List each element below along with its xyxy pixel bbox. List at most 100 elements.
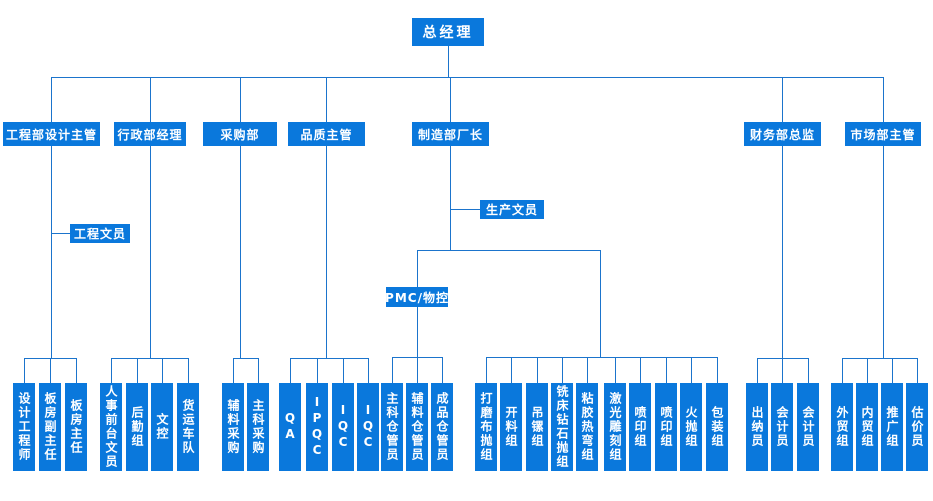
connector-line bbox=[450, 209, 481, 210]
connector-line bbox=[537, 357, 538, 384]
org-node-pmc: PMC/物控 bbox=[385, 287, 448, 307]
org-node-manufacturing-child-1: 开料组 bbox=[500, 383, 522, 471]
connector-line bbox=[448, 46, 449, 78]
org-node-manufacturing-child-5: 激光雕刻组 bbox=[604, 383, 626, 471]
org-node-admin-child-0: 人事前台文员 bbox=[100, 383, 122, 471]
connector-line bbox=[450, 77, 451, 123]
connector-line bbox=[892, 358, 893, 384]
org-node-dept-marketing: 市场部主管 bbox=[845, 122, 921, 146]
connector-line bbox=[343, 358, 344, 384]
org-node-marketing-child-1: 内贸组 bbox=[856, 383, 878, 471]
org-node-quality-child-2: IQC bbox=[332, 383, 354, 471]
connector-line bbox=[666, 357, 667, 384]
org-node-quality-child-3: IQC bbox=[357, 383, 379, 471]
connector-line bbox=[486, 357, 487, 384]
org-node-purchasing-child-1: 主科采购 bbox=[247, 383, 269, 471]
org-node-marketing-child-2: 推广组 bbox=[881, 383, 903, 471]
org-node-dept-manufacturing: 制造部厂长 bbox=[412, 122, 489, 146]
org-node-manufacturing-child-4: 粘胶热弯组 bbox=[576, 383, 598, 471]
connector-line bbox=[111, 358, 112, 384]
org-node-manufacturing-child-0: 打磨布抛组 bbox=[475, 383, 497, 471]
connector-line bbox=[782, 146, 783, 359]
connector-line bbox=[587, 357, 588, 384]
org-node-marketing-child-3: 估价员 bbox=[906, 383, 928, 471]
connector-line bbox=[615, 357, 616, 384]
connector-line bbox=[757, 358, 758, 384]
org-node-purchasing-child-0: 辅料采购 bbox=[222, 383, 244, 471]
connector-line bbox=[50, 358, 51, 384]
org-node-finance-child-0: 出纳员 bbox=[746, 383, 768, 471]
connector-line bbox=[233, 358, 259, 359]
org-node-dept-engineering: 工程部设计主管 bbox=[3, 122, 100, 146]
org-node-manufacturing-child-7: 喷印组 bbox=[655, 383, 677, 471]
connector-line bbox=[883, 77, 884, 123]
connector-line bbox=[76, 358, 77, 384]
org-node-quality-child-1: IPQC bbox=[306, 383, 328, 471]
org-node-engineering-child-1: 板房副主任 bbox=[39, 383, 61, 471]
org-node-dept-purchasing: 采购部 bbox=[203, 122, 277, 146]
connector-line bbox=[442, 357, 443, 384]
connector-line bbox=[290, 358, 291, 384]
org-node-marketing-child-0: 外贸组 bbox=[831, 383, 853, 471]
connector-line bbox=[883, 146, 884, 359]
org-node-finance-child-1: 会计员 bbox=[771, 383, 793, 471]
org-node-dept-admin: 行政部经理 bbox=[114, 122, 186, 146]
connector-line bbox=[162, 358, 163, 384]
org-node-manufacturing-child-2: 吊镙组 bbox=[526, 383, 548, 471]
connector-line bbox=[757, 358, 809, 359]
org-node-admin-child-2: 文控 bbox=[151, 383, 173, 471]
connector-line bbox=[842, 358, 918, 359]
connector-line bbox=[392, 357, 393, 384]
connector-line bbox=[240, 77, 241, 123]
org-node-manufacturing-child-6: 喷印组 bbox=[629, 383, 651, 471]
connector-line bbox=[782, 358, 783, 384]
connector-line bbox=[450, 146, 451, 251]
org-node-dept-finance: 财务部总监 bbox=[744, 122, 821, 146]
connector-line bbox=[867, 358, 868, 384]
connector-line bbox=[51, 77, 884, 78]
connector-line bbox=[486, 357, 718, 358]
org-node-dept-quality: 品质主管 bbox=[288, 122, 365, 146]
org-node-manufacturing-child-8: 火抛组 bbox=[680, 383, 702, 471]
connector-line bbox=[917, 358, 918, 384]
connector-line bbox=[24, 358, 25, 384]
org-node-pmc-child-1: 辅料仓管员 bbox=[406, 383, 428, 471]
connector-line bbox=[51, 233, 71, 234]
org-node-pmc-child-0: 主科仓管员 bbox=[381, 383, 403, 471]
connector-line bbox=[326, 146, 327, 359]
connector-line bbox=[417, 357, 418, 384]
org-node-manufacturing-child-9: 包装组 bbox=[706, 383, 728, 471]
connector-line bbox=[326, 77, 327, 123]
org-node-engineering-staff-0: 工程文员 bbox=[70, 224, 130, 243]
connector-line bbox=[150, 77, 151, 123]
connector-line bbox=[808, 358, 809, 384]
connector-line bbox=[290, 358, 369, 359]
connector-line bbox=[717, 357, 718, 384]
connector-line bbox=[562, 357, 563, 384]
connector-line bbox=[258, 358, 259, 384]
org-node-admin-child-1: 后勤组 bbox=[126, 383, 148, 471]
connector-line bbox=[842, 358, 843, 384]
connector-line bbox=[51, 77, 52, 123]
org-node-admin-child-3: 货运车队 bbox=[177, 383, 199, 471]
org-node-manufacturing-staff-0: 生产文员 bbox=[480, 200, 544, 219]
org-node-engineering-child-0: 设计工程师 bbox=[13, 383, 35, 471]
connector-line bbox=[240, 146, 241, 359]
connector-line bbox=[188, 358, 189, 384]
connector-line bbox=[150, 146, 151, 359]
connector-line bbox=[233, 358, 234, 384]
connector-line bbox=[691, 357, 692, 384]
connector-line bbox=[782, 77, 783, 123]
connector-line bbox=[51, 146, 52, 359]
connector-line bbox=[417, 250, 601, 251]
connector-line bbox=[600, 250, 601, 358]
connector-line bbox=[640, 357, 641, 384]
org-node-engineering-child-2: 板房主任 bbox=[65, 383, 87, 471]
connector-line bbox=[368, 358, 369, 384]
connector-line bbox=[511, 357, 512, 384]
connector-line bbox=[317, 358, 318, 384]
connector-line bbox=[111, 358, 189, 359]
org-node-quality-child-0: QA bbox=[279, 383, 301, 471]
connector-line bbox=[137, 358, 138, 384]
